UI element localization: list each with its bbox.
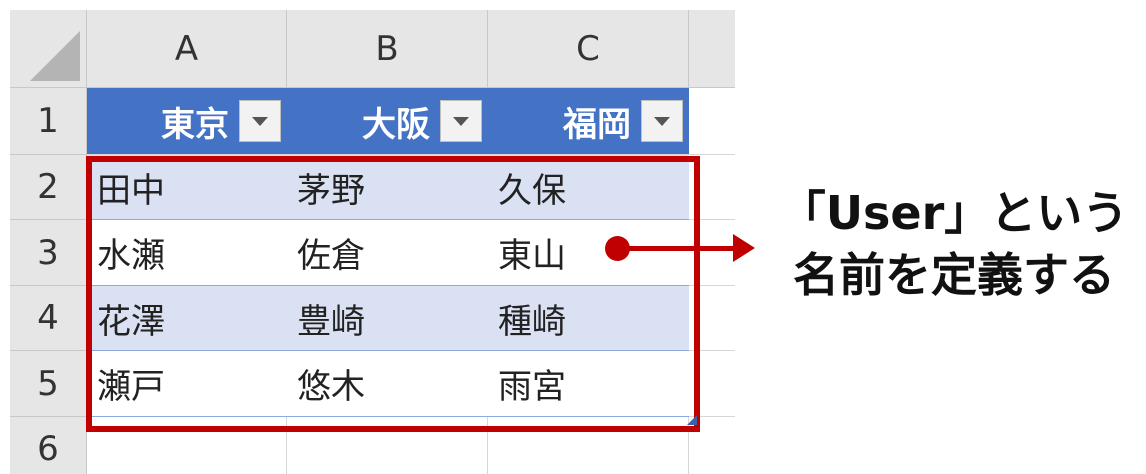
- row-header-3[interactable]: 3: [10, 220, 87, 286]
- select-all-corner[interactable]: [10, 10, 87, 88]
- table-cell[interactable]: 花澤: [87, 286, 287, 351]
- row-header-1[interactable]: 1: [10, 88, 87, 155]
- chevron-down-icon: [252, 116, 268, 126]
- column-header-b[interactable]: B: [287, 10, 488, 88]
- table-resize-handle[interactable]: [687, 415, 697, 425]
- table-cell[interactable]: 豊崎: [287, 286, 488, 351]
- chevron-down-icon: [453, 116, 469, 126]
- column-header-c[interactable]: C: [488, 10, 689, 88]
- table-cell[interactable]: 水瀬: [87, 220, 287, 286]
- filter-dropdown-button[interactable]: [440, 100, 482, 142]
- filter-dropdown-button[interactable]: [641, 100, 683, 142]
- table-header-tokyo[interactable]: 東京: [87, 88, 287, 155]
- table-cell[interactable]: 東山: [488, 220, 689, 286]
- cell-d1[interactable]: [689, 88, 735, 155]
- header-label: 大阪: [362, 104, 430, 145]
- column-header-d[interactable]: [689, 10, 735, 88]
- table-cell[interactable]: 悠木: [287, 351, 488, 417]
- chevron-down-icon: [654, 116, 670, 126]
- header-label: 福岡: [563, 104, 631, 145]
- callout-line-1: 「User」という: [779, 186, 1129, 240]
- filter-dropdown-button[interactable]: [239, 100, 281, 142]
- arrow-head-icon: [733, 234, 755, 262]
- table-cell[interactable]: 茅野: [287, 155, 488, 220]
- column-header-a[interactable]: A: [87, 10, 287, 88]
- table-cell[interactable]: 佐倉: [287, 220, 488, 286]
- selection-highlight-box: [86, 156, 700, 432]
- row-header-2[interactable]: 2: [10, 155, 87, 220]
- callout-line-2: 名前を定義する: [793, 248, 1115, 302]
- row-header-5[interactable]: 5: [10, 351, 87, 417]
- row-header-6[interactable]: 6: [10, 417, 87, 474]
- table-cell[interactable]: 田中: [87, 155, 287, 220]
- select-all-triangle: [30, 31, 80, 81]
- table-cell[interactable]: 種崎: [488, 286, 689, 351]
- table-header-fukuoka[interactable]: 福岡: [488, 88, 689, 155]
- row-header-4[interactable]: 4: [10, 286, 87, 351]
- callout-arrow-line: [617, 246, 737, 251]
- table-cell[interactable]: 瀬戸: [87, 351, 287, 417]
- table-header-osaka[interactable]: 大阪: [287, 88, 488, 155]
- table-cell[interactable]: 久保: [488, 155, 689, 220]
- table-cell[interactable]: 雨宮: [488, 351, 689, 417]
- callout-text: 「User」という 名前を定義する: [762, 182, 1146, 306]
- header-label: 東京: [161, 104, 229, 145]
